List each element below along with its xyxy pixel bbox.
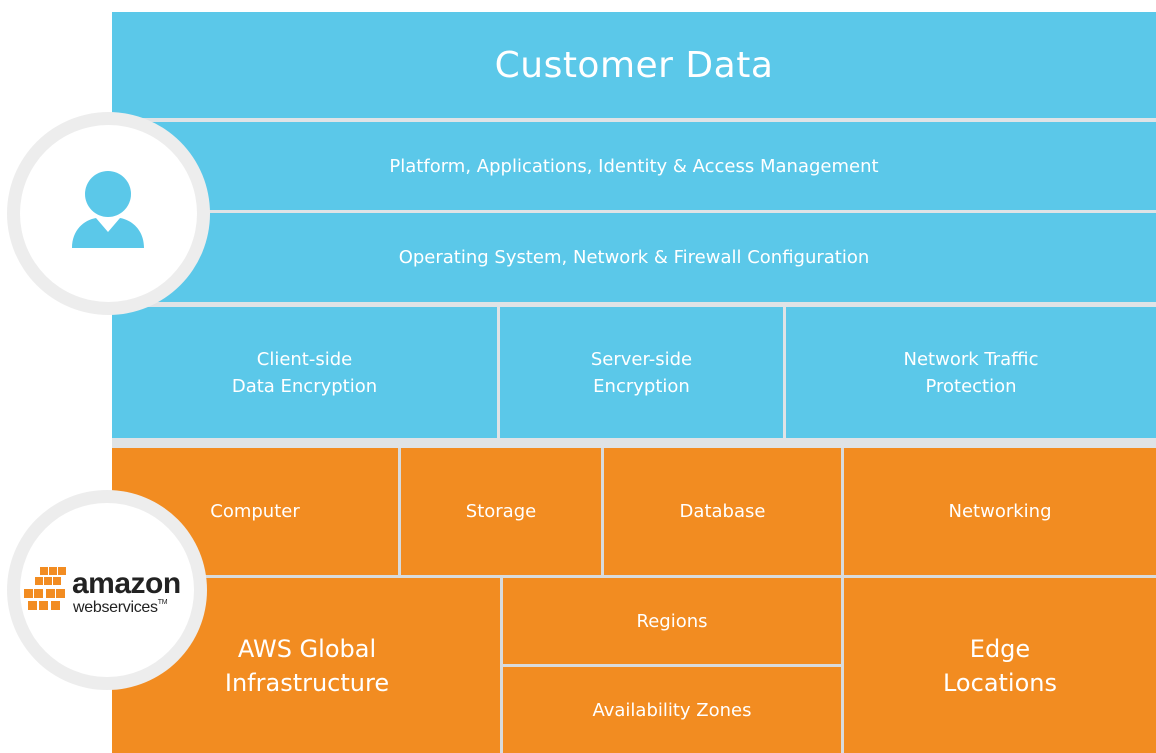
service-database: Database xyxy=(604,448,841,575)
divider xyxy=(112,210,1156,213)
divider xyxy=(783,307,786,438)
aws-wordmark: amazon xyxy=(72,567,181,600)
divider xyxy=(497,307,500,438)
aws-logo: amazon webservicesTM xyxy=(22,565,212,625)
edge-locations: Edge Locations xyxy=(844,578,1156,753)
regions: Regions xyxy=(503,578,841,664)
server-side-encryption: Server-side Encryption xyxy=(500,307,783,438)
user-icon xyxy=(72,171,144,248)
divider xyxy=(503,664,841,667)
service-networking: Networking xyxy=(844,448,1156,575)
divider xyxy=(601,448,604,575)
os-layer: Operating System, Network & Firewall Con… xyxy=(112,213,1156,302)
section-divider xyxy=(112,438,1156,448)
availability-zones: Availability Zones xyxy=(503,667,841,753)
platform-layer: Platform, Applications, Identity & Acces… xyxy=(112,122,1156,210)
divider xyxy=(841,448,844,575)
divider xyxy=(500,578,503,753)
network-traffic-protection: Network Traffic Protection xyxy=(786,307,1156,438)
divider xyxy=(112,302,1156,307)
divider xyxy=(841,578,844,753)
divider xyxy=(112,118,1156,122)
aws-subwordmark: webservicesTM xyxy=(73,599,168,616)
trademark-mark: TM xyxy=(157,599,168,606)
divider xyxy=(112,575,1156,578)
service-storage: Storage xyxy=(401,448,601,575)
client-side-encryption: Client-side Data Encryption xyxy=(112,307,497,438)
aws-cubes-icon xyxy=(24,567,66,610)
customer-data-title: Customer Data xyxy=(112,12,1156,118)
divider xyxy=(398,448,401,575)
